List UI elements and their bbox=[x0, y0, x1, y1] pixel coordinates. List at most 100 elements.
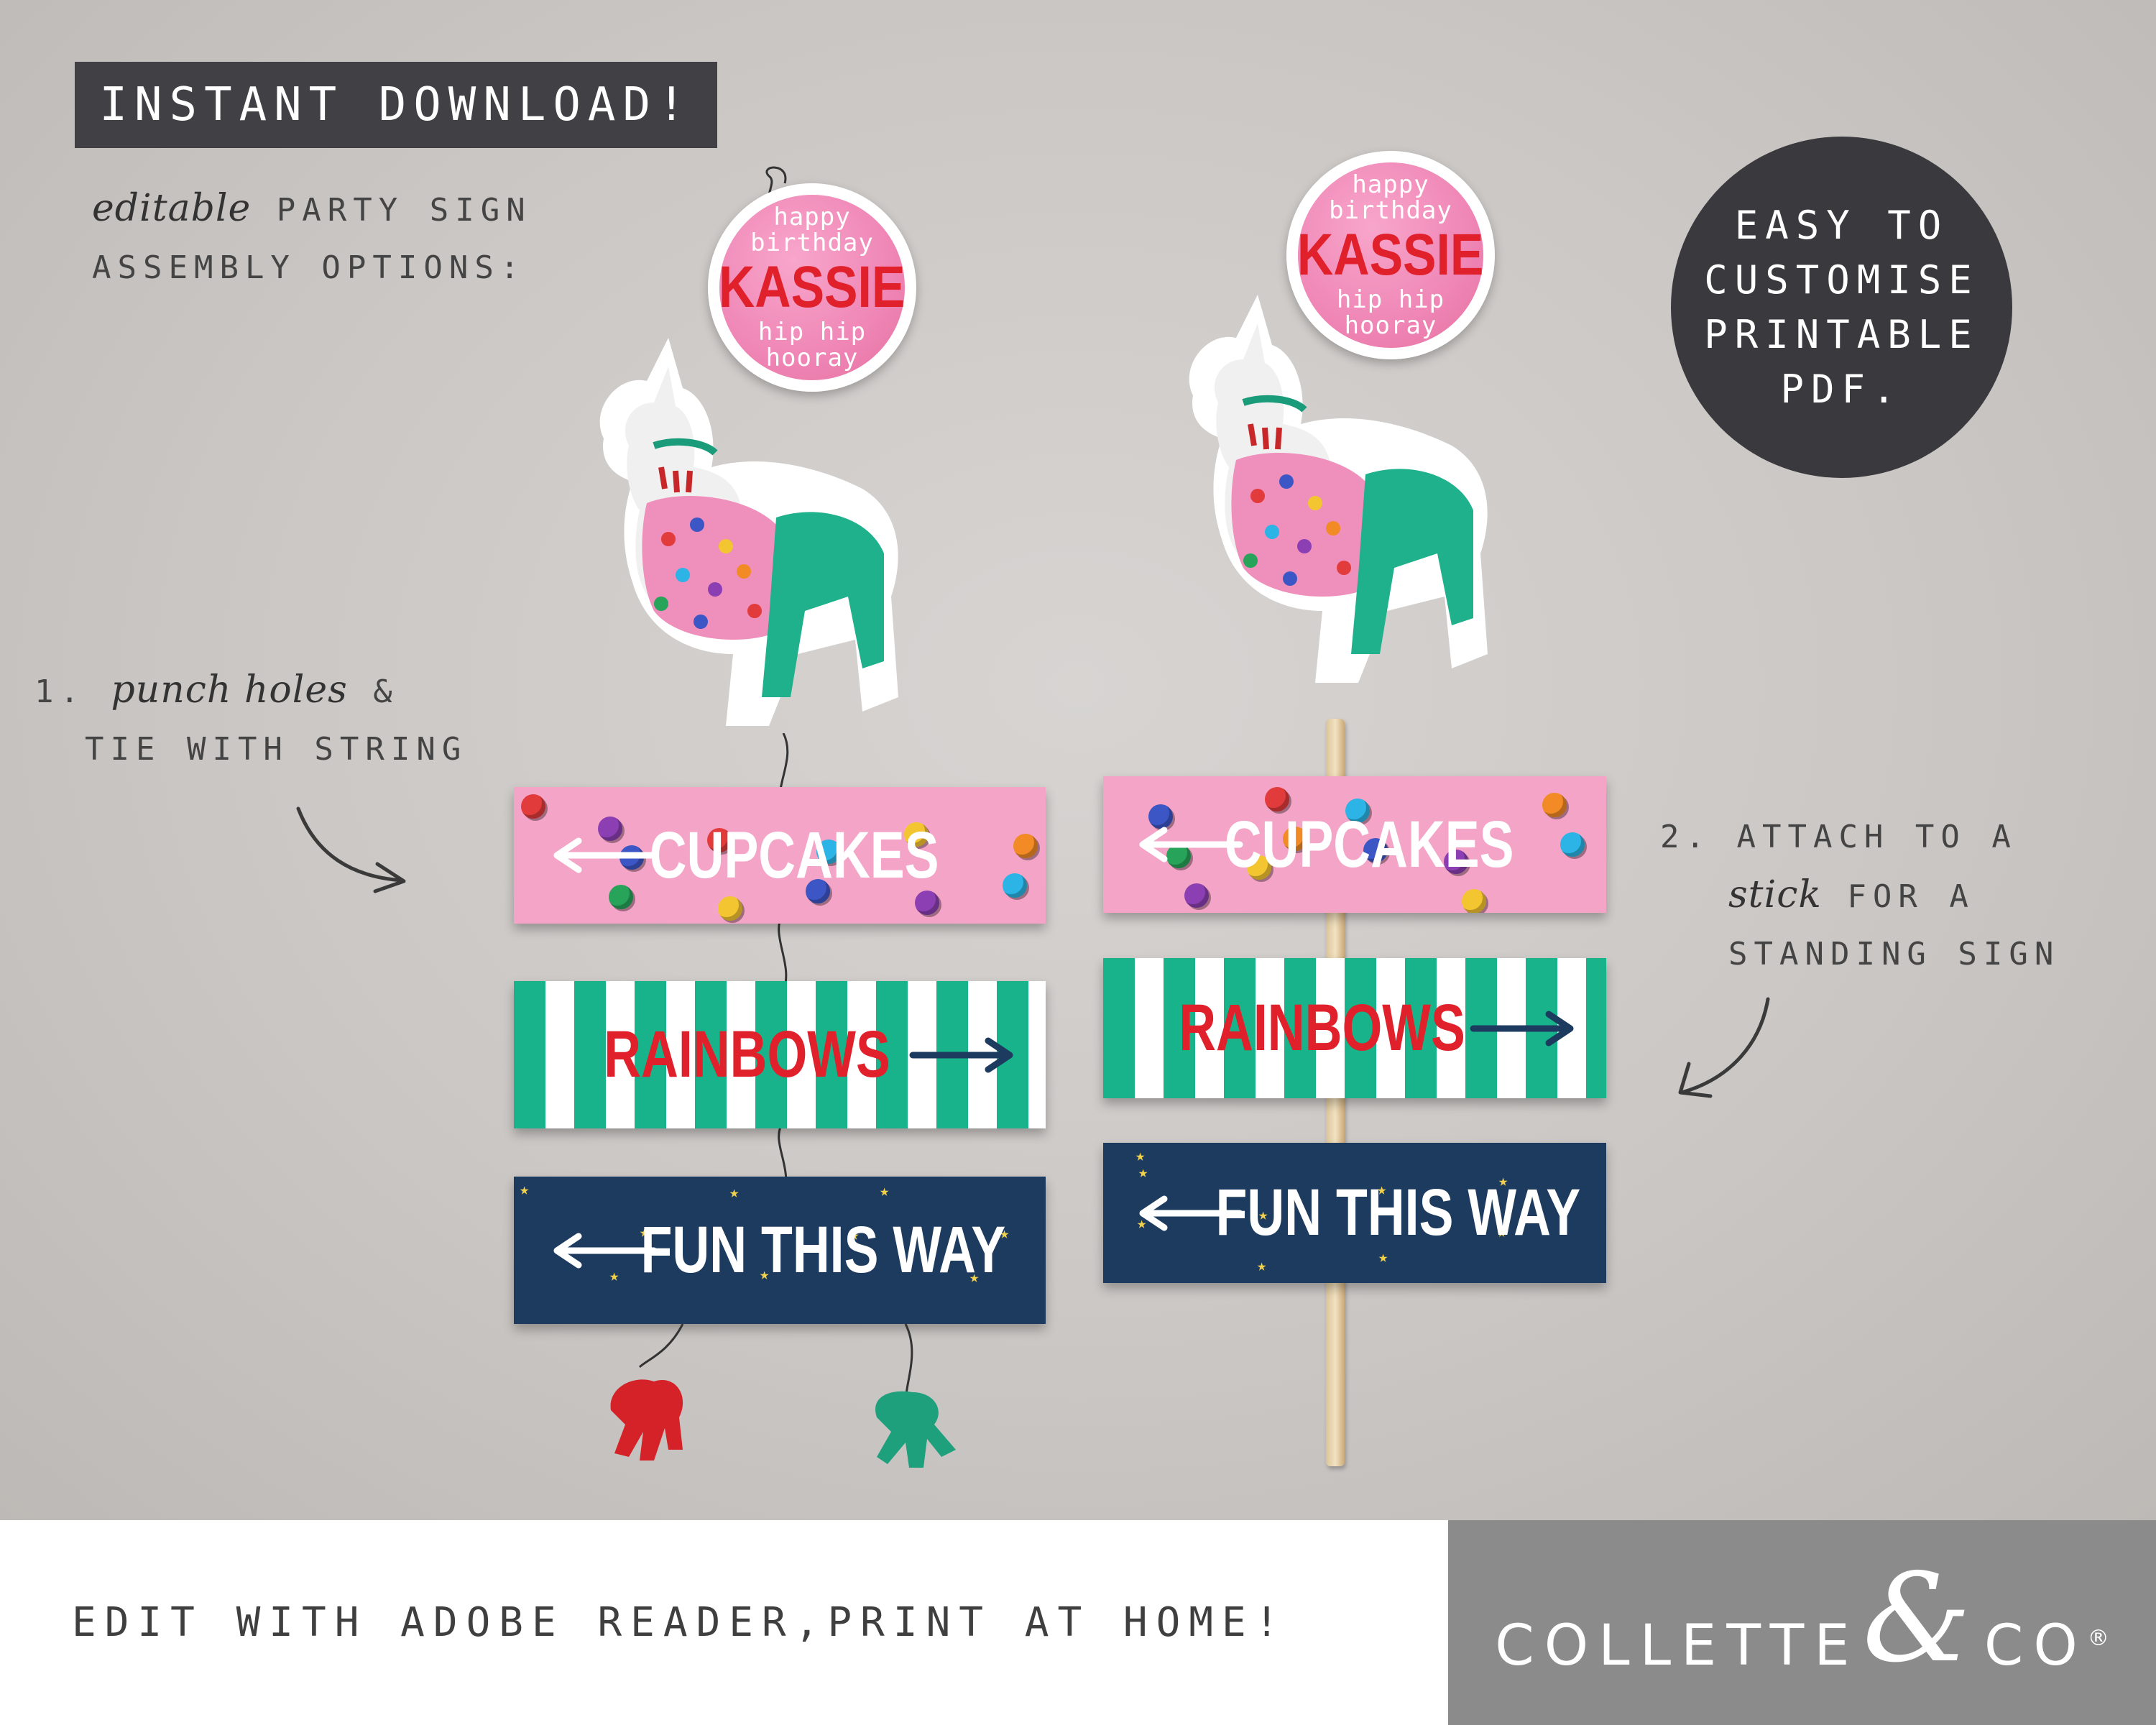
customise-badge: EASY TO CUSTOMISE PRINTABLE PDF. bbox=[1671, 137, 2012, 478]
candy-dot bbox=[1283, 827, 1307, 851]
llama-illustration bbox=[599, 338, 898, 726]
brand-name-b: CO bbox=[1984, 1613, 2088, 1678]
intro-line1: PARTY SIGN bbox=[276, 192, 532, 229]
candy-dot bbox=[1184, 883, 1209, 908]
brand-name-a: COLLETTE bbox=[1495, 1613, 1860, 1678]
product-mockup: INSTANT DOWNLOAD! editable PARTY SIGN AS… bbox=[0, 0, 2156, 1520]
star-icon: ★ bbox=[1377, 1181, 1387, 1199]
candy-dot bbox=[707, 828, 732, 852]
rainbows-sign: RAINBOWS bbox=[514, 981, 1046, 1128]
star-icon: ★ bbox=[880, 1182, 890, 1200]
curved-arrow-icon bbox=[296, 806, 406, 893]
intro-line2: ASSEMBLY OPTIONS: bbox=[92, 249, 526, 286]
balloon-line4: hooray bbox=[1344, 311, 1437, 340]
fun-label: FUN THIS WAY bbox=[1215, 1176, 1580, 1249]
registered-mark: ® bbox=[2087, 1625, 2109, 1651]
balloon-line2: birthday bbox=[750, 229, 874, 257]
balloon-line3: hip hip bbox=[1336, 285, 1445, 314]
rainbows-label: RAINBOWS bbox=[604, 1018, 891, 1091]
candy-dot bbox=[609, 885, 633, 909]
rainbows-label: RAINBOWS bbox=[1179, 991, 1466, 1064]
star-icon: ★ bbox=[849, 1226, 860, 1244]
option1-number: 1. bbox=[34, 673, 86, 710]
balloon-tag: happy birthday KASSIE hip hip hooray bbox=[1286, 151, 1495, 359]
brand-ampersand: & bbox=[1862, 1547, 1981, 1690]
star-icon: ★ bbox=[1137, 1215, 1147, 1233]
candy-dot bbox=[521, 794, 545, 819]
cupcakes-sign: CUPCAKES bbox=[514, 787, 1046, 924]
balloon-line4: hooray bbox=[765, 344, 859, 372]
intro-script: editable bbox=[92, 187, 252, 230]
balloon-line1: happy bbox=[1352, 170, 1429, 199]
intro-caption: editable PARTY SIGN ASSEMBLY OPTIONS: bbox=[92, 180, 532, 297]
star-icon: ★ bbox=[1498, 1172, 1508, 1190]
option2-line3: STANDING SIGN bbox=[1728, 936, 2060, 972]
balloon-line2: birthday bbox=[1329, 196, 1452, 225]
llama-illustration bbox=[1189, 295, 1488, 683]
brand-logo-panel: COLLETTE&CO® bbox=[1448, 1520, 2156, 1725]
candy-dot bbox=[904, 822, 929, 847]
hand-decorations bbox=[610, 1324, 956, 1468]
candy-dot bbox=[718, 896, 742, 921]
star-icon: ★ bbox=[1258, 1206, 1268, 1224]
star-icon: ★ bbox=[760, 1266, 770, 1284]
candy-dot bbox=[1444, 850, 1468, 874]
star-icon: ★ bbox=[609, 1267, 619, 1285]
balloon-line1: happy bbox=[773, 203, 851, 231]
option1-line2: TIE WITH STRING bbox=[85, 731, 468, 768]
star-icon: ★ bbox=[640, 1223, 650, 1241]
fun-sign: FUN THIS WAY ★ ★ ★ ★ ★ ★ ★ ★ ★ bbox=[514, 1177, 1046, 1324]
option2-caption: 2. ATTACH TO A stick FOR A STANDING SIGN bbox=[1660, 809, 2060, 983]
star-icon: ★ bbox=[1257, 1257, 1267, 1275]
customise-line3: PRINTABLE bbox=[1704, 311, 1979, 357]
star-icon: ★ bbox=[1000, 1225, 1010, 1243]
candy-dot bbox=[1003, 873, 1027, 898]
star-icon: ★ bbox=[1378, 1248, 1388, 1266]
customise-line4: PDF. bbox=[1780, 366, 1903, 412]
right-arrow-icon bbox=[909, 1037, 1013, 1073]
right-arrow-icon bbox=[1470, 1011, 1574, 1046]
candy-dot bbox=[1265, 787, 1289, 811]
candy-dot bbox=[1148, 804, 1173, 829]
rainbows-sign: RAINBOWS bbox=[1103, 958, 1606, 1098]
cupcakes-label: CUPCAKES bbox=[649, 818, 939, 892]
star-icon: ★ bbox=[1138, 1164, 1148, 1182]
balloon-tag: happy birthday KASSIE hip hip hooray bbox=[708, 183, 916, 392]
option2-number: 2. bbox=[1660, 819, 1711, 855]
candy-dot bbox=[1345, 799, 1370, 823]
instant-download-banner: INSTANT DOWNLOAD! bbox=[75, 62, 717, 148]
left-arrow-icon bbox=[553, 837, 658, 873]
balloon-line3: hip hip bbox=[757, 318, 867, 346]
star-icon: ★ bbox=[520, 1181, 530, 1199]
footer-instruction: EDIT WITH ADOBE READER,PRINT AT HOME! bbox=[72, 1599, 1288, 1646]
balloon-name: KASSIE bbox=[1297, 222, 1484, 288]
left-arrow-icon bbox=[1139, 827, 1243, 862]
option1-script: punch holes bbox=[111, 668, 348, 712]
cupcakes-label: CUPCAKES bbox=[1224, 807, 1514, 881]
customise-line2: CUSTOMISE bbox=[1704, 257, 1979, 303]
star-icon: ★ bbox=[1135, 1147, 1146, 1165]
curved-arrow-icon bbox=[1678, 997, 1770, 1098]
candy-dot bbox=[1166, 844, 1191, 868]
fun-label: FUN THIS WAY bbox=[640, 1213, 1005, 1287]
star-icon: ★ bbox=[729, 1184, 740, 1202]
option2-line1: ATTACH TO A bbox=[1736, 819, 2017, 855]
candy-dot bbox=[1013, 834, 1038, 858]
candy-dot bbox=[1247, 855, 1271, 880]
fun-sign: FUN THIS WAY ★★★★★★★★★ bbox=[1103, 1143, 1606, 1283]
star-icon: ★ bbox=[1497, 1223, 1507, 1241]
customise-line1: EASY TO bbox=[1734, 202, 1949, 248]
left-arrow-icon bbox=[1139, 1195, 1243, 1231]
brand-logo: COLLETTE&CO® bbox=[1495, 1547, 2109, 1694]
cupcakes-sign: CUPCAKES bbox=[1103, 776, 1606, 913]
option1-caption: 1. punch holes & TIE WITH STRING bbox=[34, 661, 467, 778]
option2-script: stick bbox=[1728, 873, 1822, 916]
candy-dot bbox=[915, 891, 939, 915]
balloon-name: KASSIE bbox=[719, 254, 906, 320]
candy-dot bbox=[1363, 838, 1388, 862]
candy-dot bbox=[1462, 889, 1486, 913]
option2-line2: FOR A bbox=[1847, 878, 1975, 915]
star-icon: ★ bbox=[969, 1269, 980, 1287]
candy-dot bbox=[598, 816, 622, 841]
footer-instruction-panel: EDIT WITH ADOBE READER,PRINT AT HOME! bbox=[0, 1520, 1448, 1725]
